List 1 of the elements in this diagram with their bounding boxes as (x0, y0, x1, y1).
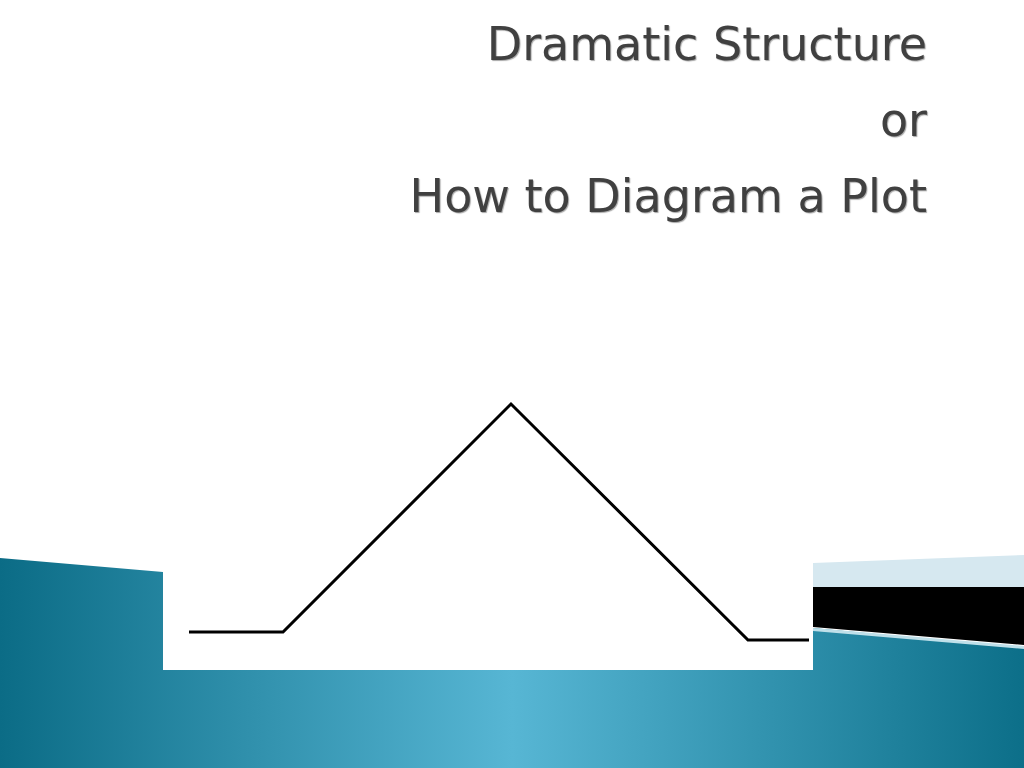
slide-title: Dramatic Structure or How to Diagram a Plot (409, 16, 927, 225)
